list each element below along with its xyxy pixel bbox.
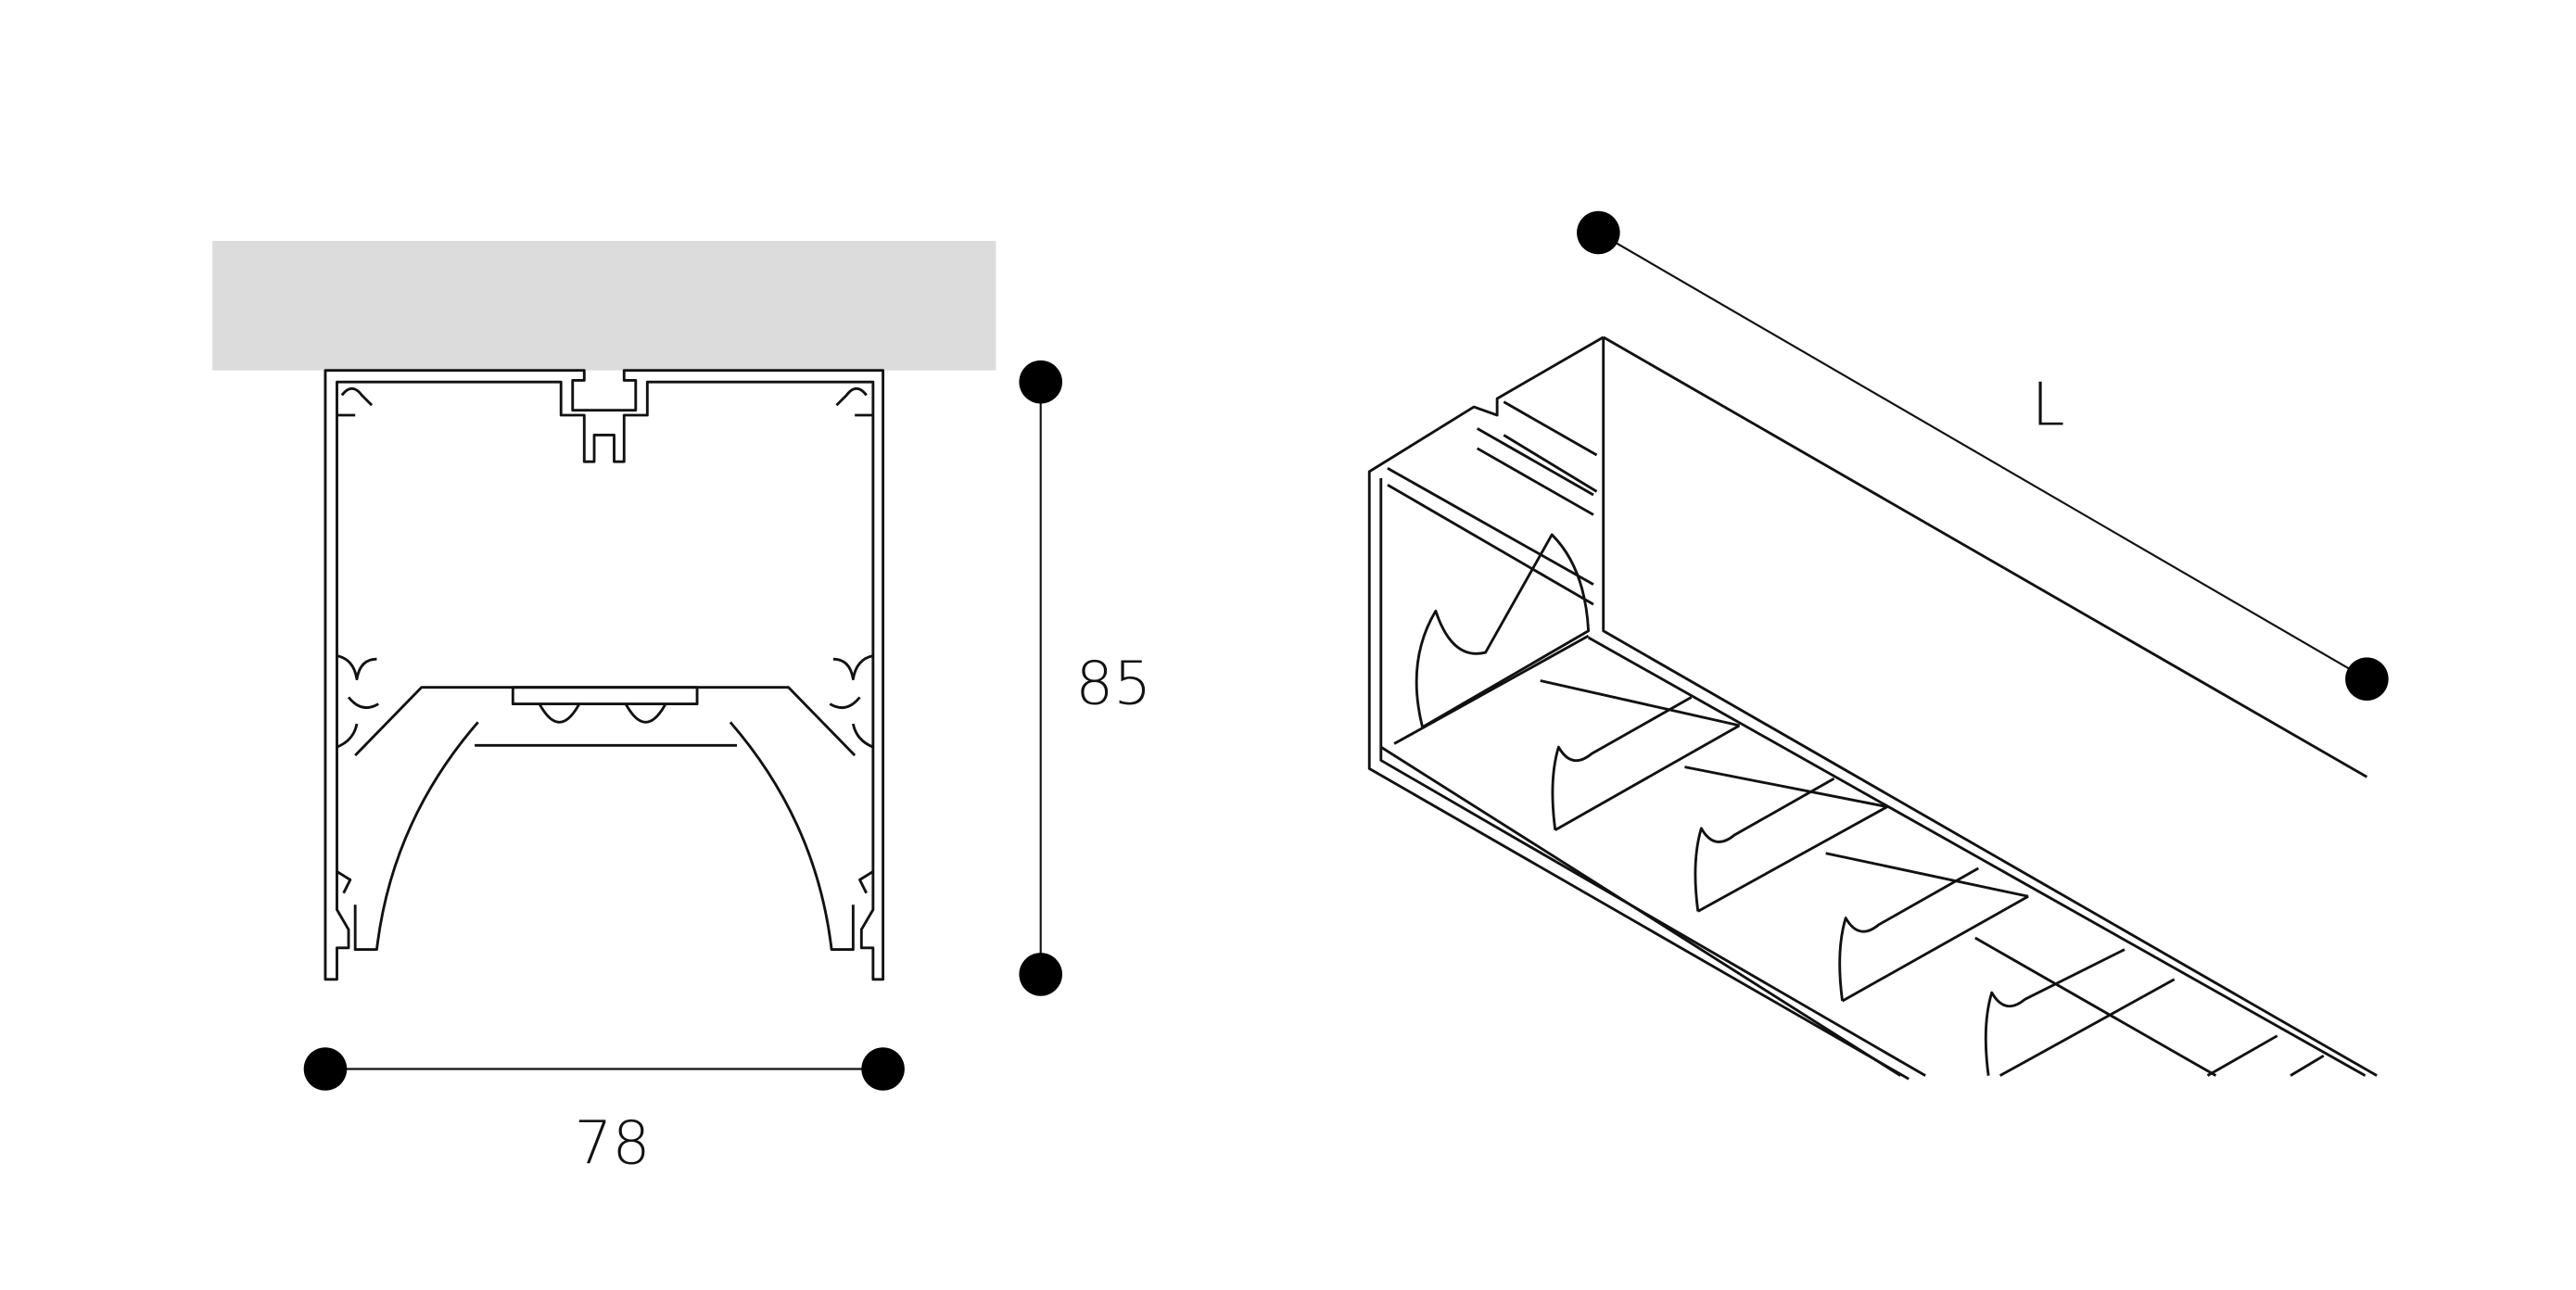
louver-blades <box>1540 679 2325 1077</box>
height-dimension: 85 <box>1019 360 1151 996</box>
profile-cross-section <box>324 369 885 981</box>
height-label: 85 <box>1075 650 1151 719</box>
dimension-dot <box>2345 657 2389 701</box>
dimension-dot <box>303 1047 348 1091</box>
dimension-dot <box>1019 953 1062 996</box>
dimension-dot <box>861 1047 905 1091</box>
profile-perspective <box>1367 335 2378 1081</box>
length-dimension: L <box>1577 210 2389 701</box>
width-dimension: 78 <box>303 1047 905 1179</box>
width-label: 78 <box>575 1109 651 1179</box>
ceiling-surface <box>212 240 996 371</box>
dimension-dot <box>1019 360 1062 404</box>
dimension-dot <box>1577 210 1620 255</box>
length-label: L <box>2032 371 2065 440</box>
